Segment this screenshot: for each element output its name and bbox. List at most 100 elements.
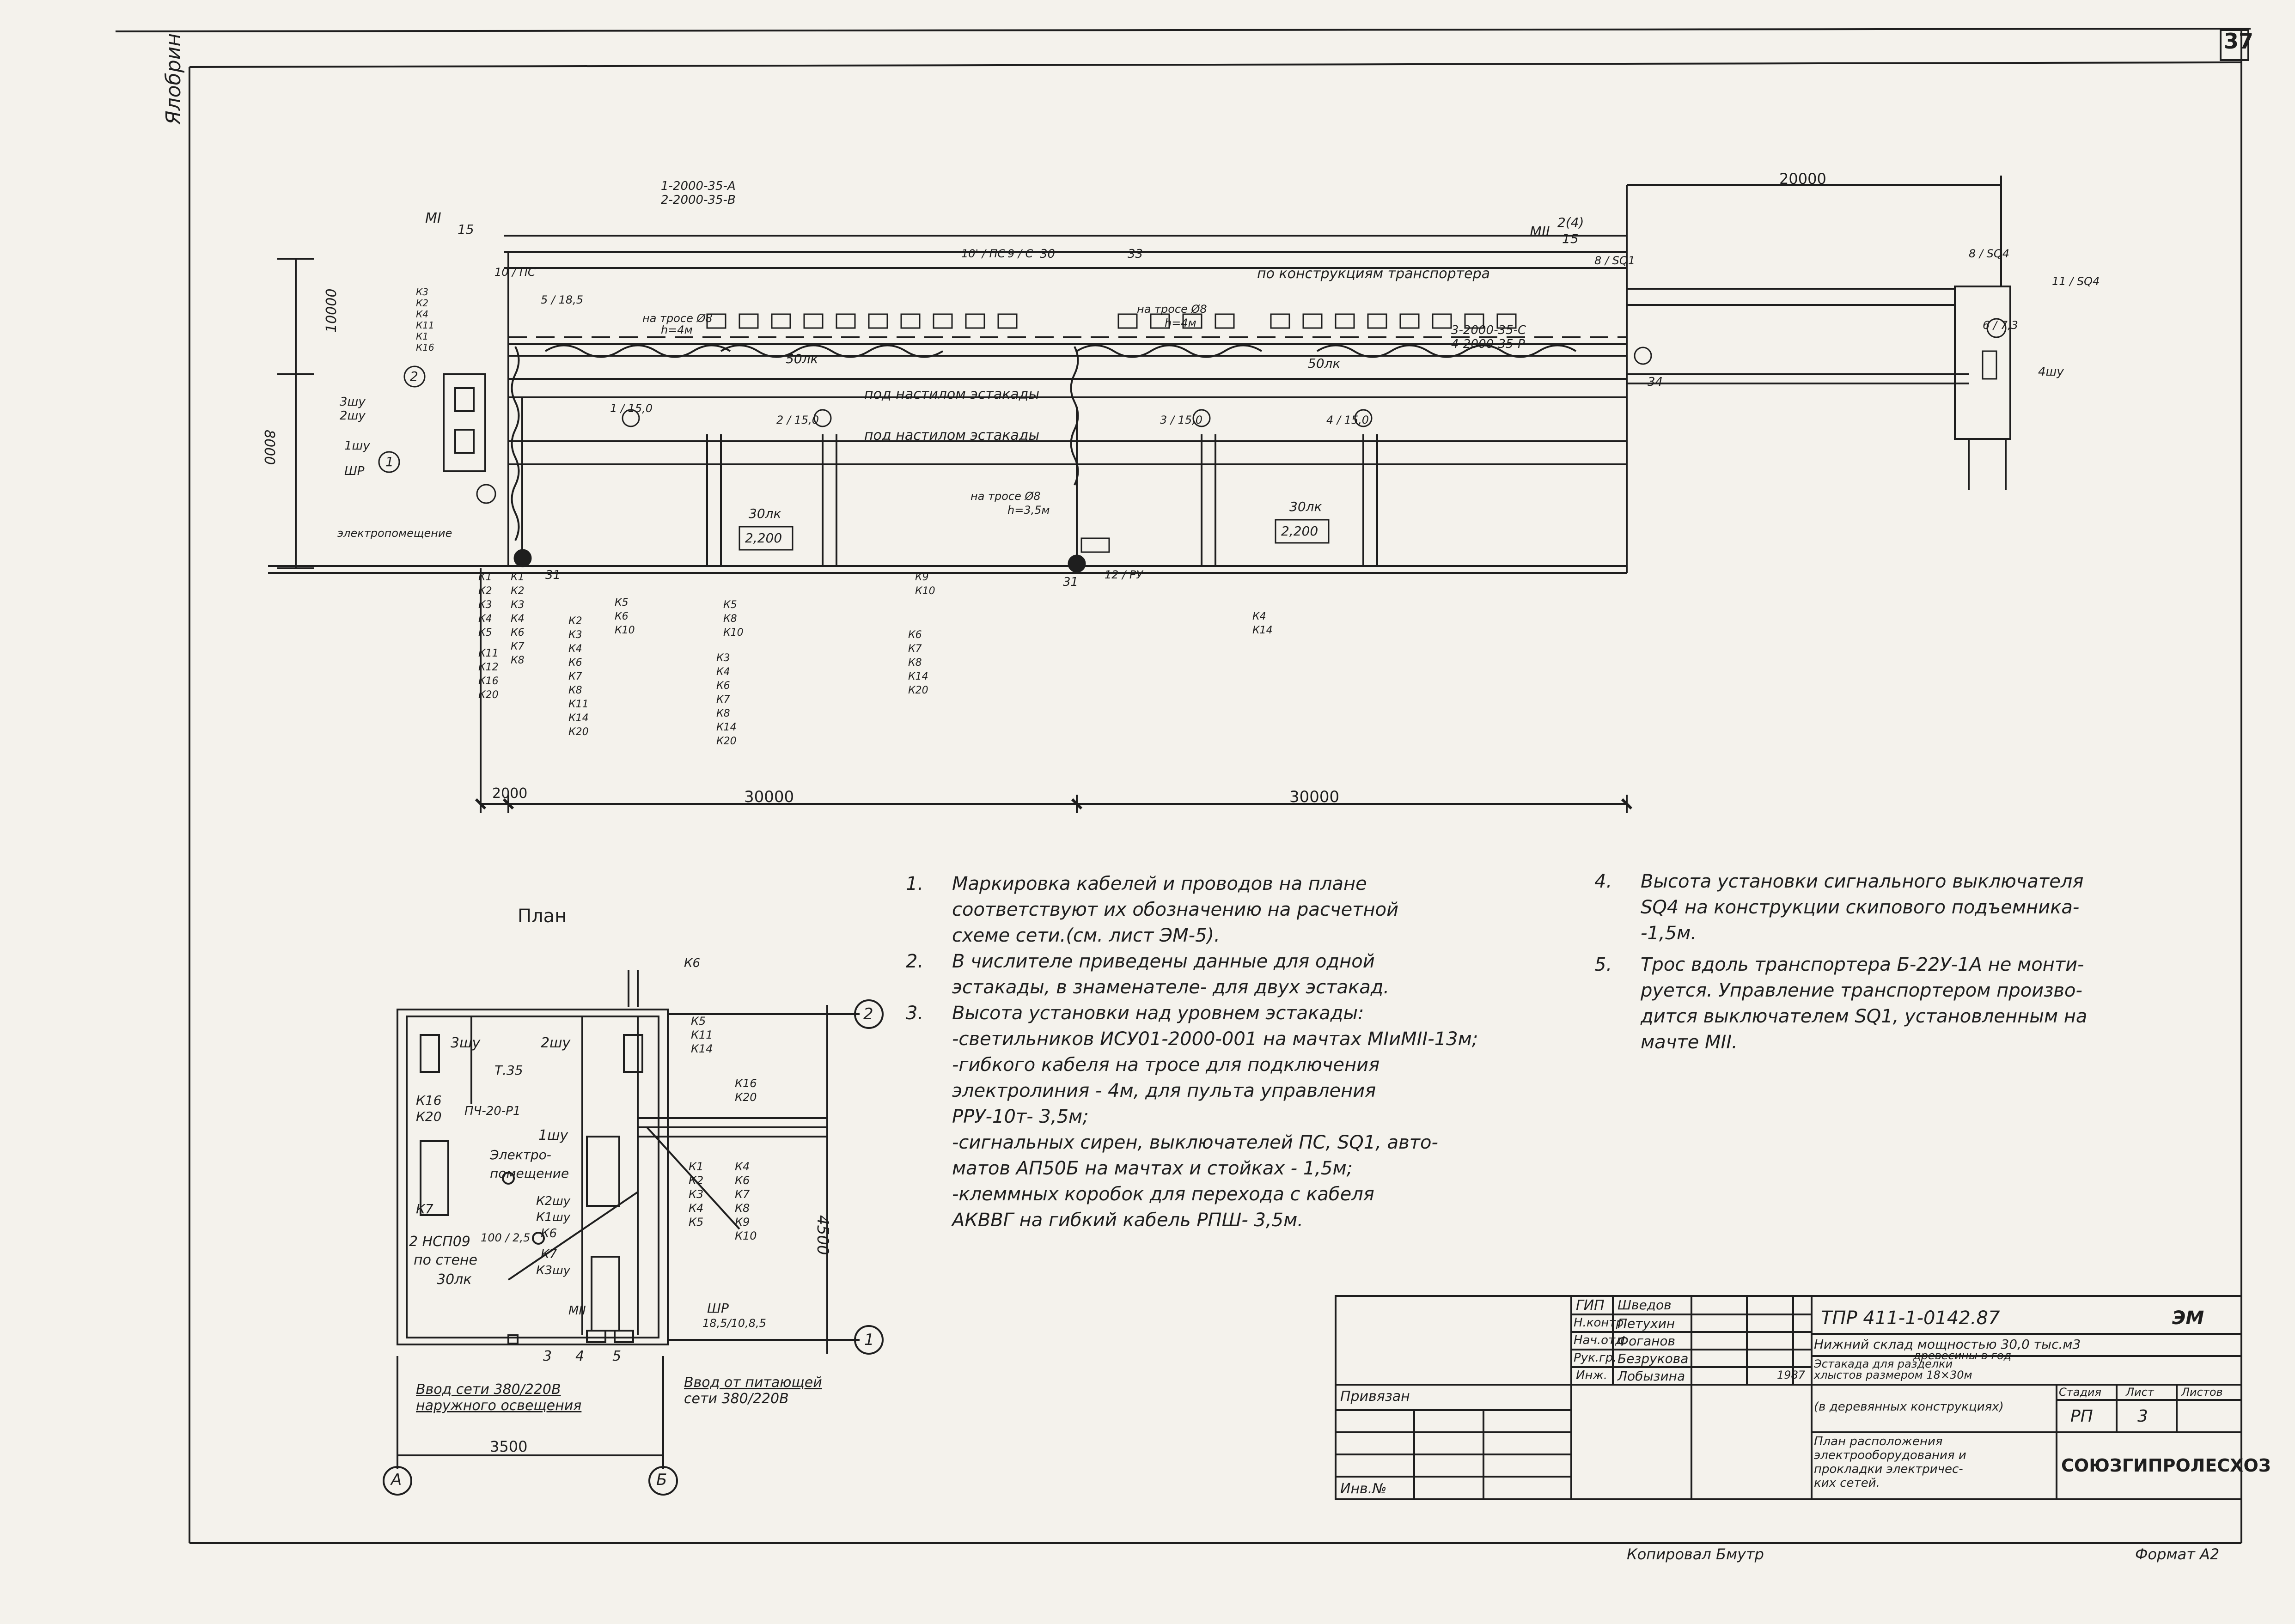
tb-code: ТПР 411-1-0142.87 (1821, 1308, 2000, 1329)
plan-shu3: 3шу (451, 1035, 481, 1051)
note-number: 1. (906, 873, 924, 894)
k-item: К11 (416, 320, 434, 331)
plan-shr: ШР (707, 1301, 729, 1316)
k-item: К4 (511, 613, 525, 625)
tb-stage: РП (2070, 1407, 2093, 1426)
electro-room-label: электропомещение (337, 527, 452, 540)
pos-10b: 10' / ПС (961, 247, 1006, 260)
shu1-label: 1шу (344, 439, 370, 453)
mast-15b: 15 (458, 222, 474, 237)
k-item: К11 (478, 648, 499, 659)
k-item: К10 (615, 625, 635, 636)
note-line: -клеммных коробок для перехода с кабеля (952, 1184, 1374, 1205)
tb-sheet: 3 (2137, 1407, 2148, 1426)
tb-role-2: Нач.отд. (1574, 1333, 1628, 1347)
shu3-label: 3шу (340, 395, 366, 409)
k-item: К14 (716, 722, 737, 733)
plan-dim-3500: 3500 (490, 1438, 528, 1455)
k-group-j: К11 К12 К16 К20 (478, 647, 499, 702)
k-item: К3 (689, 1188, 704, 1201)
tb-desc2b: хлыстов размером 18×30м (1814, 1369, 1972, 1381)
plan-k3shu: К3шу (536, 1264, 571, 1277)
plan-pch: ПЧ-20-Р1 (464, 1104, 521, 1118)
plan-on-wall: по стене (414, 1252, 478, 1268)
k-item: К2 (416, 298, 428, 309)
pos-12-ru: 12 / РУ (1105, 568, 1143, 581)
plan-shu2: 2шу (541, 1035, 571, 1051)
k-group-e: К2 К3 К4 К6 К7 К8 К11 К14 К20 (568, 614, 589, 739)
k-group-i: К4 К14 (1252, 610, 1273, 638)
pos-34: 34 (1648, 375, 1663, 389)
notes-left: 1. Маркировка кабелей и проводов на план… (906, 871, 1478, 1233)
k-item: К8 (568, 685, 582, 696)
plan-k-list-4: К4 К6 К7 К8 К9 К10 (735, 1160, 757, 1243)
plan-k7b: К7 (541, 1247, 557, 1261)
note-5: 5. Трос вдоль транспортера Б-22У-1А не м… (1594, 952, 2087, 1055)
k-item: К20 (908, 685, 928, 696)
plan-axis-a: А (391, 1471, 402, 1489)
pos-2: 2 / 15,0 (776, 414, 819, 426)
pos-31b: 31 (1063, 575, 1079, 589)
k-item: К8 (908, 657, 922, 669)
k-item: К11 (691, 1028, 713, 1041)
plan-title: План (518, 906, 567, 927)
tb-stage-h: Стадия (2059, 1386, 2102, 1399)
plan-axis-b: Б (656, 1471, 667, 1489)
tb-desc1b: древесины в год (1913, 1349, 2012, 1362)
pos-31a: 31 (545, 568, 561, 582)
tb-name-3: Безрукова (1617, 1351, 1689, 1366)
k-item: К6 (908, 629, 922, 641)
k-item: К6 (615, 611, 629, 622)
k-item: К3 (511, 599, 525, 611)
k-item: К8 (511, 655, 525, 666)
k-item: К1 (478, 572, 492, 583)
tb-name-0: Шведов (1617, 1297, 1672, 1313)
k-item: К14 (691, 1042, 713, 1055)
lux-label-2: 50лк (1308, 356, 1341, 371)
axis-1-label: 1 (385, 454, 394, 469)
k-item: К3 (568, 629, 582, 641)
plan-lux: 30лк (437, 1271, 472, 1288)
k-item: К10 (723, 627, 744, 639)
note-4: 4. Высота установки сигнального выключат… (1594, 869, 2087, 946)
k-group-f: К9 К10 (915, 571, 935, 598)
plan-shr-val: 18,5/10,8,5 (702, 1317, 766, 1330)
plan-axis-1: 1 (864, 1331, 874, 1349)
plan-entry-2b: сети 380/220В (684, 1391, 789, 1407)
note-line: соответствуют их обозначению на расчетно… (952, 899, 1399, 920)
plan-n3: 3 (543, 1348, 552, 1364)
pos-8-sq4: 8 / SQ4 (1969, 247, 2010, 260)
k-item: К6 (716, 680, 730, 692)
tb-privyazan: Привязан (1340, 1388, 1410, 1405)
pos-11-sq4: 11 / SQ4 (2052, 275, 2100, 288)
k-item: К6 (735, 1174, 750, 1187)
tb-role-0: ГИП (1576, 1297, 1605, 1314)
k-item: К14 (908, 671, 928, 682)
pos-8-sq1: 8 / SQ1 (1594, 254, 1636, 267)
plan-k-list-2: К16 К20 (735, 1077, 757, 1104)
k-item: К1 (416, 331, 428, 342)
k-item: К10 (915, 585, 935, 597)
shu2-label: 2шу (340, 409, 366, 423)
plan-axis-2: 2 (863, 1005, 873, 1023)
tb-desc3c: прокладки электричес- (1814, 1462, 1963, 1476)
note-line: мачте МII. (1641, 1032, 1738, 1053)
note-line: -светильников ИСУ01-2000-001 на мачтах М… (952, 1028, 1478, 1050)
note-line: дится выключателем SQ1, установленным на (1641, 1006, 2087, 1027)
plan-entry-1: Ввод сети 380/220В (416, 1381, 561, 1398)
k-group-a: К1 К2 К3 К4 К5 (478, 571, 492, 640)
shu4-label: 4шу (2038, 365, 2064, 379)
k-item: К3 (478, 599, 492, 611)
plan-k6: К6 (541, 1227, 557, 1241)
k-group-b: К1 К2 К3 К4 К6 К7 К8 (511, 571, 525, 668)
plan-n5: 5 (612, 1348, 622, 1364)
note-line: SQ4 на конструкции скипового подъемника- (1641, 897, 2080, 918)
plan-shu1: 1шу (538, 1127, 568, 1143)
rope-label-1: на тросе Ø8 (642, 312, 713, 325)
k-item: К8 (723, 613, 737, 625)
plan-k6-top: К6 (684, 956, 701, 970)
k-group-c: К5 К6 К10 (615, 596, 635, 638)
tb-desc3b: электрооборудования и (1814, 1448, 1966, 1462)
note-line: Трос вдоль транспортера Б-22У-1А не монт… (1641, 954, 2084, 975)
